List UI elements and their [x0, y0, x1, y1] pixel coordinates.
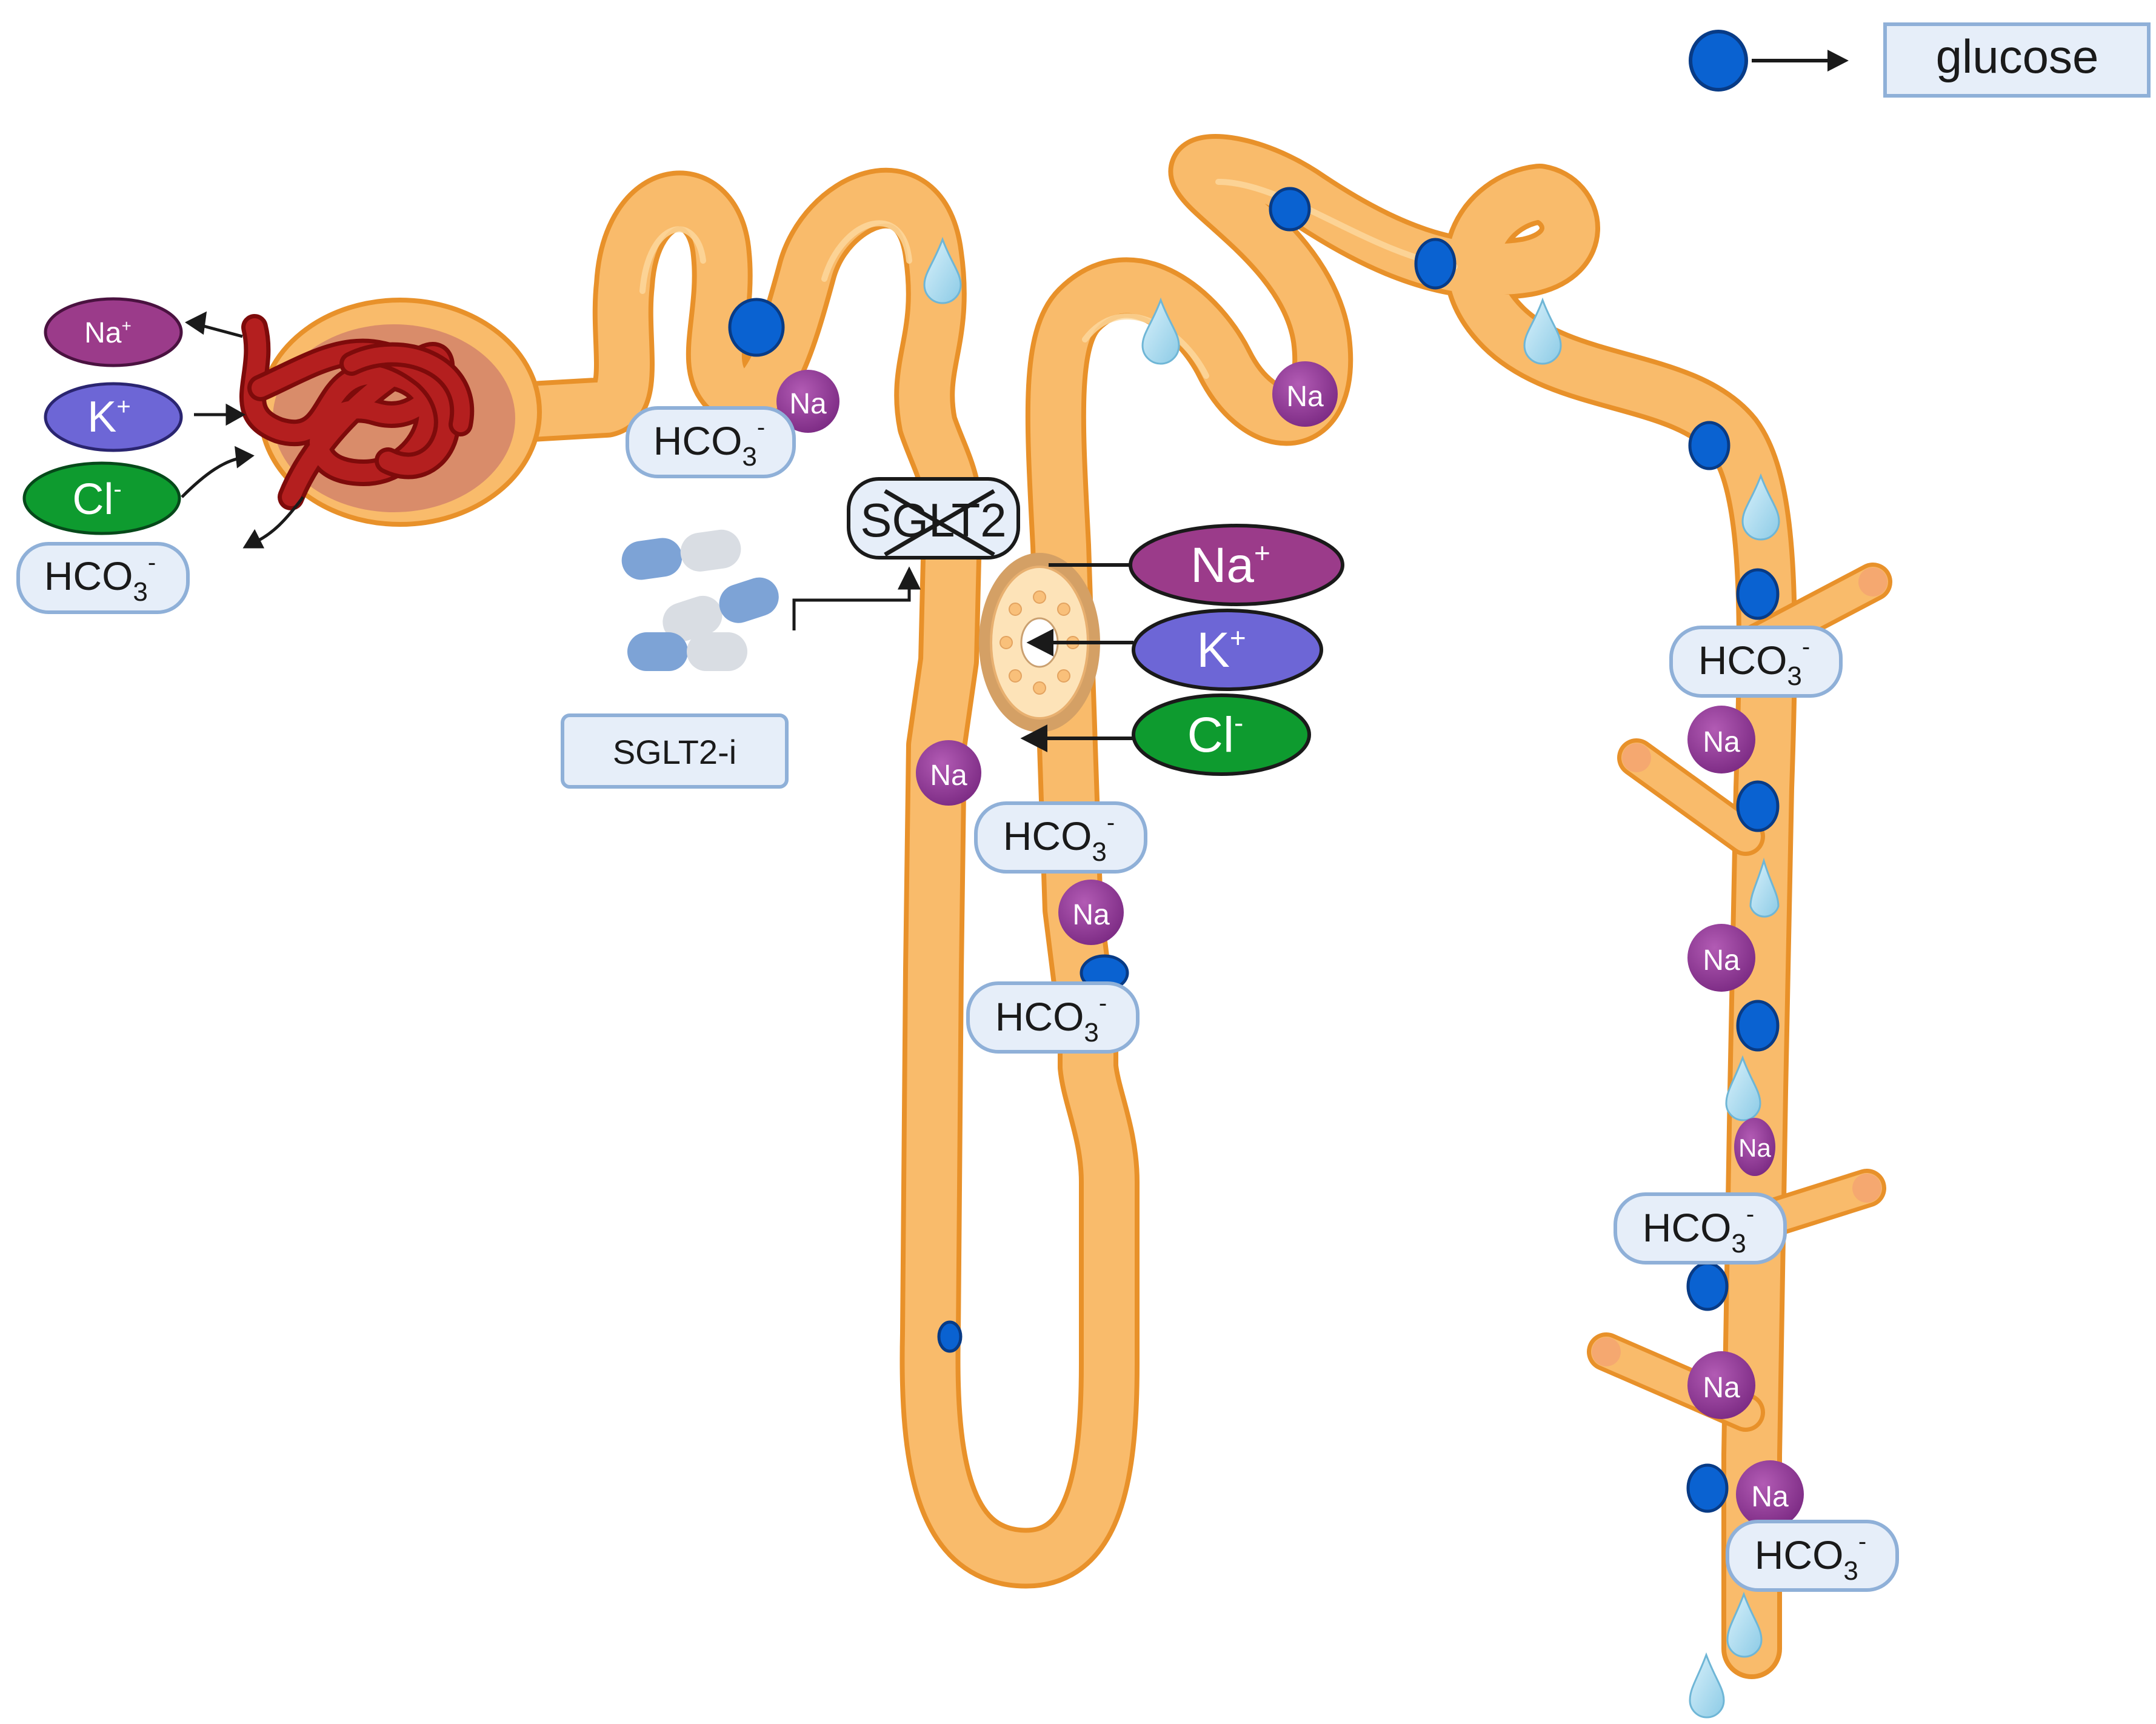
glucose-legend-label: glucose [1936, 30, 2099, 83]
svg-text:Na: Na [1072, 899, 1110, 931]
water-drop-icon [1141, 297, 1180, 365]
glucose-marker [1686, 1463, 1729, 1513]
glucose-marker [1269, 187, 1311, 232]
sodium-ball: Na [1734, 1118, 1775, 1176]
water-drop-icon [1749, 857, 1780, 918]
svg-text:HCO3-: HCO3- [1643, 1201, 1754, 1258]
glucose-marker [937, 1320, 963, 1353]
glucose-marker [1686, 1261, 1729, 1311]
svg-text:HCO3-: HCO3- [1755, 1528, 1866, 1586]
svg-text:Na: Na [1738, 1134, 1771, 1162]
svg-text:Na: Na [1703, 726, 1740, 758]
filtration-arrows [181, 311, 304, 549]
svg-text:HCO3-: HCO3- [1003, 809, 1115, 867]
sodium-ball: Na [1058, 880, 1124, 945]
glucose-marker [1688, 421, 1730, 470]
svg-text:Cl-: Cl- [72, 475, 121, 524]
sglt2-transporter: SGLT2 [847, 477, 1020, 560]
water-drop-icon [1741, 473, 1780, 541]
svg-text:HCO3-: HCO3- [1698, 633, 1810, 691]
sodium-ball: Na [1687, 706, 1755, 773]
svg-text:HCO3-: HCO3- [995, 990, 1107, 1047]
svg-text:SGLT2-i: SGLT2-i [613, 733, 736, 771]
glucose-legend-icon [1689, 30, 1748, 92]
water-drop-icon [923, 236, 962, 304]
bicarbonate-label: HCO3- [626, 406, 796, 478]
sglt2-inhibitor-label: SGLT2-i [561, 713, 789, 789]
left-cl-ion: Cl- [22, 461, 181, 535]
svg-text:Na: Na [789, 388, 827, 420]
distal-k-ion: K+ [1132, 609, 1323, 691]
water-drop-icon [1523, 297, 1562, 365]
svg-text:K+: K+ [87, 393, 130, 441]
glucose-marker [1736, 780, 1780, 832]
glucose-marker [1736, 568, 1780, 620]
water-drops [923, 236, 1780, 1719]
sodium-ball: Na [1272, 361, 1338, 427]
water-drop-icon [1726, 1591, 1763, 1658]
sodium-ball: Na [1687, 1351, 1755, 1419]
water-drop-icon [1689, 1652, 1725, 1719]
nephron-tubule [491, 134, 1797, 1679]
drug-action-arrow [792, 566, 921, 630]
sglt2-inhibitor-pills [621, 529, 779, 671]
glucose-legend: glucose [1689, 22, 2151, 98]
sodium-ball: Na [916, 740, 981, 806]
svg-text:Na: Na [1703, 1372, 1740, 1404]
glucose-markers [728, 187, 1780, 1513]
bicarbonate-label: HCO3- [1614, 1192, 1787, 1265]
distal-ion-arrows [1020, 563, 1140, 752]
glomerulus [239, 314, 475, 510]
svg-text:Na+: Na+ [84, 316, 132, 349]
glucose-marker [728, 298, 785, 357]
bicarbonate-label: HCO3- [1669, 626, 1843, 698]
glucose-marker [1736, 1000, 1780, 1052]
svg-text:Na: Na [930, 760, 967, 792]
bicarbonate-label: HCO3- [974, 801, 1147, 874]
glucose-legend-box [1883, 22, 2151, 98]
svg-text:Cl-: Cl- [1187, 707, 1244, 763]
svg-text:HCO3-: HCO3- [653, 414, 765, 472]
distal-na-ion: Na+ [1129, 524, 1344, 606]
left-na-ion: Na+ [44, 297, 183, 367]
svg-text:Na+: Na+ [1190, 537, 1270, 593]
glucose-marker [1414, 238, 1457, 290]
left-bicarbonate-label: HCO3- [16, 542, 190, 614]
distal-cl-ion: Cl- [1132, 693, 1311, 776]
bicarbonate-label: HCO3- [1726, 1520, 1899, 1592]
svg-text:Na: Na [1286, 381, 1324, 413]
svg-text:Na: Na [1751, 1481, 1789, 1513]
water-drop-icon [1725, 1055, 1761, 1121]
svg-text:K+: K+ [1196, 622, 1246, 678]
svg-text:HCO3-: HCO3- [44, 549, 156, 607]
left-k-ion: K+ [44, 382, 183, 452]
sodium-ball: Na [1687, 924, 1755, 992]
bicarbonate-label: HCO3- [966, 981, 1140, 1054]
sodium-ball: Na [776, 370, 839, 433]
svg-text:Na: Na [1703, 944, 1740, 977]
sodium-ball: Na [1736, 1460, 1804, 1528]
